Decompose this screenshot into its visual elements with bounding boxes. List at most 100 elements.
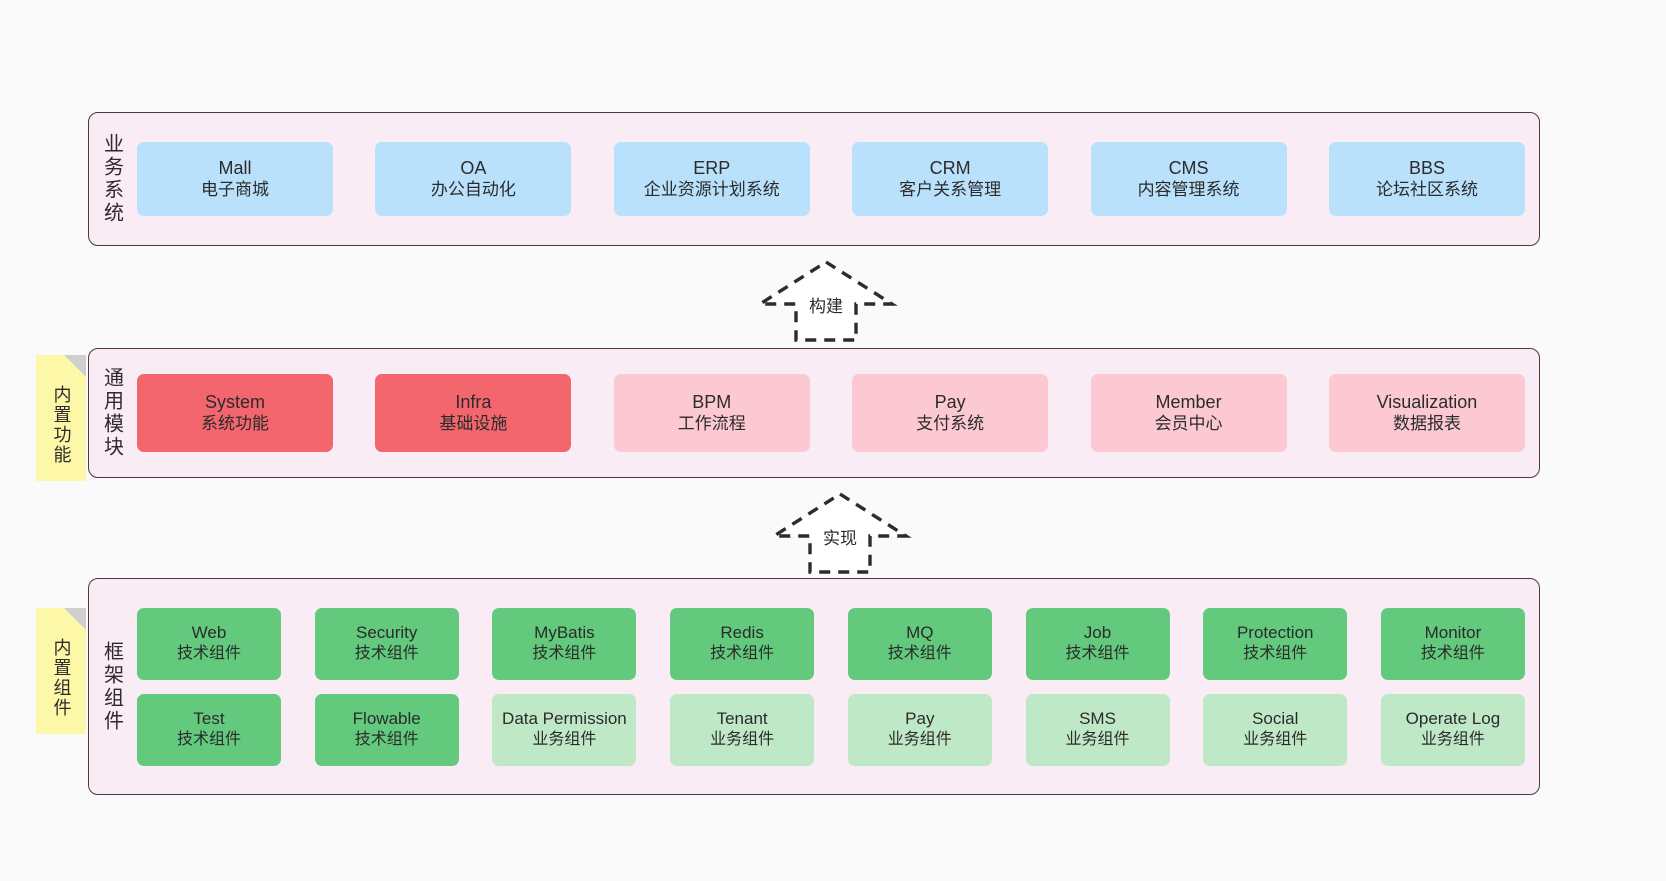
module-box-title: Tenant [716, 709, 768, 729]
module-box-subtitle: 业务组件 [887, 731, 952, 749]
module-box-flowable[interactable]: Flowable 技术组件 [314, 693, 459, 766]
connector-implement-label: 实现 [823, 529, 857, 548]
module-box-subtitle: 技术组件 [1065, 645, 1130, 663]
module-box-subtitle: 电子商城 [201, 179, 269, 199]
module-box-title: BPM [692, 391, 732, 412]
module-box-social[interactable]: Social 业务组件 [1203, 693, 1348, 766]
module-box-title: BBS [1408, 157, 1445, 178]
module-box-title: Security [355, 623, 418, 643]
module-box-subtitle: 技术组件 [354, 731, 419, 749]
connector-build-label: 构建 [809, 297, 843, 316]
module-box-subtitle: 企业资源计划系统 [643, 179, 780, 199]
module-box-subtitle: 技术组件 [176, 645, 241, 663]
module-box-title: CMS [1168, 157, 1209, 178]
module-box-title: Social [1252, 709, 1299, 729]
module-box-monitor[interactable]: Monitor 技术组件 [1380, 607, 1525, 680]
module-box-title: Protection [1236, 623, 1314, 643]
module-box-mq[interactable]: MQ 技术组件 [847, 607, 992, 680]
module-box-title: Member [1155, 391, 1222, 412]
layer-title-common-module: 通用模块 [100, 367, 123, 459]
module-box-title: Infra [455, 391, 492, 412]
module-box-subtitle: 工作流程 [677, 413, 746, 433]
module-box-title: MyBatis [534, 623, 595, 643]
module-box-subtitle: 技术组件 [1420, 645, 1485, 663]
layer-title-business-system: 业务系统 [100, 133, 123, 225]
layer-title-framework-component: 框架组件 [100, 640, 123, 733]
module-box-title: Mall [218, 157, 252, 178]
module-box-title: Data Permission [502, 709, 627, 729]
module-box-operate-log[interactable]: Operate Log 业务组件 [1380, 693, 1525, 766]
module-box-subtitle: 技术组件 [532, 645, 597, 663]
module-box-title: Job [1083, 623, 1112, 643]
module-box-subtitle: 业务组件 [1065, 731, 1130, 749]
module-box-subtitle: 技术组件 [887, 645, 952, 663]
module-box-mybatis[interactable]: MyBatis 技术组件 [492, 607, 637, 680]
module-box-title: Test [193, 709, 225, 729]
module-box-web[interactable]: Web 技术组件 [137, 607, 281, 680]
module-box-subtitle: 系统功能 [201, 413, 269, 433]
module-box-subtitle: 论坛社区系统 [1375, 179, 1478, 199]
note-builtin-function: 内置功能 [36, 355, 86, 481]
module-box-subtitle: 业务组件 [1243, 731, 1308, 749]
note-builtin-component-label: 内置组件 [51, 638, 72, 718]
module-box-title: SMS [1079, 709, 1116, 729]
module-box-subtitle: 业务组件 [1420, 731, 1485, 749]
connector-implement: 实现 [768, 490, 912, 574]
module-box-title: CRM [929, 157, 971, 178]
connector-build: 构建 [754, 258, 898, 342]
module-box-title: ERP [693, 157, 731, 178]
module-box-job[interactable]: Job 技术组件 [1025, 607, 1170, 680]
module-box-sms[interactable]: SMS 业务组件 [1025, 693, 1170, 766]
module-box-title: Visualization [1376, 391, 1478, 412]
module-box-subtitle: 技术组件 [354, 645, 419, 663]
module-box-subtitle: 技术组件 [176, 731, 241, 749]
module-box-subtitle: 技术组件 [710, 645, 775, 663]
module-box-security[interactable]: Security 技术组件 [314, 607, 459, 680]
module-box-title: System [204, 391, 265, 412]
module-box-pay[interactable]: Pay 业务组件 [847, 693, 992, 766]
module-box-subtitle: 办公自动化 [430, 179, 516, 199]
note-builtin-component: 内置组件 [36, 608, 86, 734]
module-box-tenant[interactable]: Tenant 业务组件 [670, 693, 815, 766]
module-box-title: Flowable [352, 709, 421, 729]
module-box-subtitle: 基础设施 [439, 413, 508, 433]
note-builtin-function-label: 内置功能 [51, 385, 72, 465]
dashed-arrow-up-icon [768, 491, 912, 574]
module-box-title: Pay [934, 391, 966, 412]
dashed-arrow-up-icon [754, 259, 898, 342]
module-box-test[interactable]: Test 技术组件 [137, 693, 281, 766]
module-box-title: Monitor [1424, 623, 1482, 643]
module-box-title: Pay [905, 709, 935, 729]
module-box-subtitle: 数据报表 [1392, 413, 1461, 433]
module-box-title: MQ [906, 623, 934, 643]
module-box-subtitle: 内容管理系统 [1137, 179, 1240, 199]
module-box-title: Web [191, 623, 227, 643]
module-box-title: Operate Log [1405, 709, 1501, 729]
module-box-subtitle: 业务组件 [710, 731, 775, 749]
module-box-subtitle: 客户关系管理 [899, 179, 1002, 199]
